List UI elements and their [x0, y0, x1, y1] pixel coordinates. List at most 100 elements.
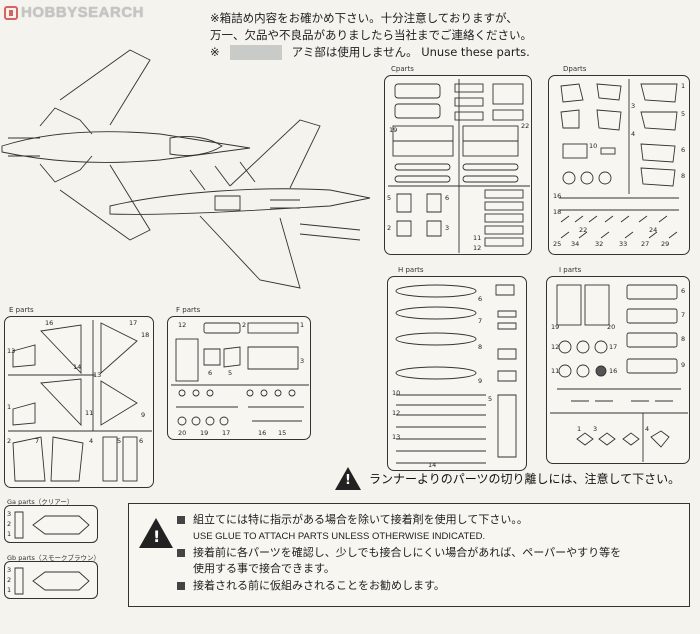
aircraft-top-view-drawing	[1, 49, 371, 289]
part-number: 2	[7, 520, 12, 528]
part-number: 8	[478, 343, 483, 351]
caution-triangle	[139, 518, 173, 548]
part-number: 12	[473, 244, 482, 252]
part-number: 25	[553, 240, 562, 248]
warning-triangle-icon	[335, 467, 361, 490]
parts-sprue-gb: Gb parts（スモークブラウン） 3 2 1	[4, 554, 100, 599]
part-number: 9	[478, 377, 483, 385]
part-number: 11	[473, 234, 482, 242]
hobbysearch-watermark: HOBBYSEARCH	[4, 4, 144, 21]
part-number: 17	[222, 429, 231, 437]
part-number: 24	[649, 226, 658, 234]
warning-triangle-icon	[139, 518, 173, 548]
notice-line-2: 万一、欠品や不良品がありましたら当社までご連絡ください。	[210, 28, 532, 42]
parts-c-label: Cparts	[391, 65, 414, 73]
part-number: 6	[208, 369, 213, 377]
part-number: 19	[200, 429, 209, 437]
part-number: 16	[553, 192, 562, 200]
instruction-line-1-en: USE GLUE TO ATTACH PARTS UNLESS OTHERWIS…	[193, 531, 486, 542]
part-number: 22	[579, 226, 588, 234]
part-number: 4	[645, 425, 650, 433]
parts-e-label: E parts	[9, 306, 34, 314]
part-number: 13	[392, 433, 401, 441]
part-number: 20	[607, 323, 616, 331]
parts-f-drawing	[171, 322, 309, 426]
notice-line-3-prefix: ※	[210, 45, 220, 59]
part-number: 34	[571, 240, 580, 248]
instruction-line-3-text: 接着される前に仮組みされることをお勧めします。	[193, 579, 445, 592]
part-number: 1	[300, 321, 305, 329]
part-number: 19	[551, 323, 560, 331]
part-number: 6	[445, 194, 450, 202]
part-number: 9	[141, 411, 146, 419]
parts-d-drawing	[559, 79, 679, 239]
runner-warning: ランナーよりのパーツの切り離しには、注意して下さい。	[335, 467, 680, 490]
part-number: 5	[387, 194, 392, 202]
part-number: 29	[661, 240, 670, 248]
part-number: 5	[681, 110, 686, 118]
parts-ga-drawing	[14, 511, 90, 539]
part-number: 14	[428, 461, 437, 469]
part-number: 9	[681, 361, 686, 369]
part-number: 3	[300, 357, 305, 365]
part-number: 3	[7, 510, 12, 518]
part-number: 33	[619, 240, 628, 248]
parts-gb-label: Gb parts（スモークブラウン）	[7, 554, 100, 562]
parts-h-drawing	[395, 284, 517, 464]
part-number: 4	[89, 437, 94, 445]
part-number: 20	[178, 429, 187, 437]
parts-d-label: Dparts	[563, 65, 587, 73]
part-number: 19	[389, 126, 398, 134]
part-number: 8	[681, 335, 686, 343]
part-number: 2	[387, 224, 392, 232]
parts-sprue-h: H parts 6 7 8 9 10 12 13 14 5	[387, 266, 527, 471]
part-number: 2	[242, 321, 247, 329]
instruction-line-3: 接着される前に仮組みされることをお勧めします。	[177, 578, 445, 594]
part-number: 3	[7, 566, 12, 574]
assembly-instructions-box: 組立てには特に指示がある場合を除いて接着剤を使用して下さい。。 USE GLUE…	[128, 503, 690, 607]
bullet-square-icon	[177, 549, 185, 557]
notice-block: ※箱詰め内容をお確かめ下さい。十分注意しておりますが、 万一、欠品や不良品があり…	[210, 10, 532, 61]
notice-line-3: ※ アミ部は使用しません。 Unuse these parts.	[210, 44, 532, 61]
part-number: 16	[609, 367, 618, 375]
part-number: 6	[139, 437, 144, 445]
notice-line-1: ※箱詰め内容をお確かめ下さい。十分注意しておりますが、	[210, 11, 518, 25]
part-number: 8	[681, 172, 686, 180]
part-number: 17	[129, 319, 138, 327]
part-number: 12	[392, 409, 401, 417]
part-number: 6	[681, 287, 686, 295]
parts-sprue-e: E parts 16 17 18 13 14 13 1 11 9 2 7 4 5…	[4, 306, 154, 488]
part-number: 1	[7, 586, 12, 594]
parts-sprue-c: Cparts 19 22 5 6 2 3 11 12	[384, 65, 532, 255]
part-number: 3	[445, 224, 450, 232]
part-number: 12	[178, 321, 187, 329]
part-number: 7	[478, 317, 483, 325]
hobbysearch-logo-icon	[4, 5, 18, 20]
part-number: 18	[553, 208, 562, 216]
instruction-line-2-text: 接着前に各パーツを確認し、少しでも接合しにくい場合があれば、ペーパーやすり等を	[193, 546, 622, 559]
notice-line-3-text: アミ部は使用しません。 Unuse these parts.	[291, 45, 530, 59]
part-number: 2	[7, 576, 12, 584]
part-number: 5	[488, 395, 493, 403]
part-number: 3	[631, 102, 636, 110]
part-number: 3	[593, 425, 598, 433]
unused-parts-swatch	[229, 45, 282, 60]
part-number: 6	[681, 146, 686, 154]
part-number: 18	[141, 331, 150, 339]
part-number: 2	[7, 437, 12, 445]
part-number: 10	[589, 142, 598, 150]
part-number: 1	[577, 425, 582, 433]
part-number: 11	[85, 409, 94, 417]
part-number: 6	[478, 295, 483, 303]
part-number: 7	[681, 311, 686, 319]
parts-f-label: F parts	[176, 306, 201, 314]
part-number: 15	[278, 429, 287, 437]
part-number: 7	[35, 437, 40, 445]
part-number: 16	[45, 319, 54, 327]
instruction-line-2b: 使用する事で接合できます。	[193, 562, 335, 575]
part-number: 14	[73, 363, 82, 371]
instruction-line-1: 組立てには特に指示がある場合を除いて接着剤を使用して下さい。。	[177, 512, 528, 528]
parts-c-drawing	[388, 79, 530, 253]
part-number: 5	[228, 369, 233, 377]
parts-gb-drawing	[14, 567, 90, 595]
